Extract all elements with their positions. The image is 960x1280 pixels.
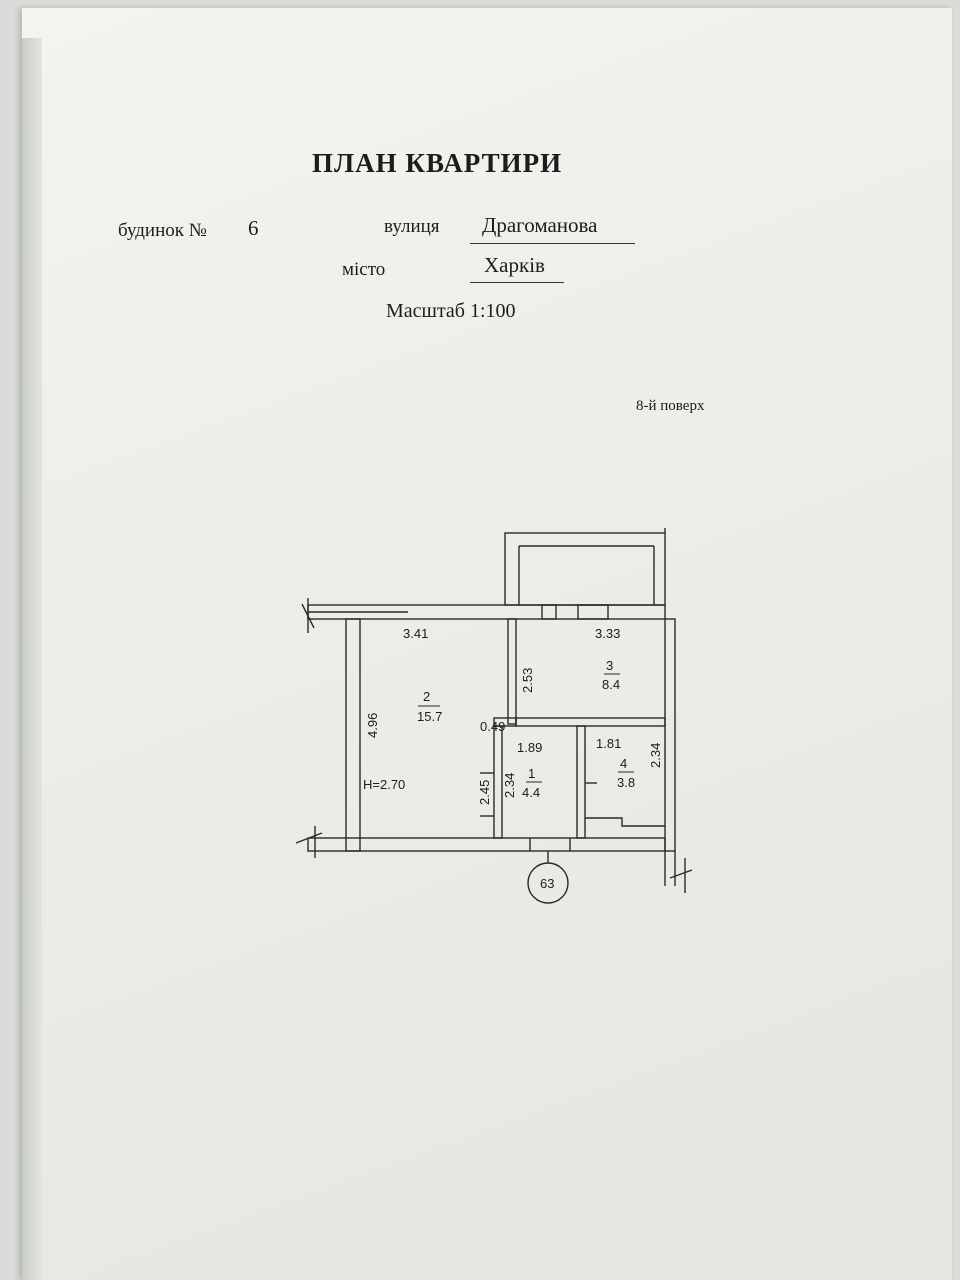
dim-room3-length: 2.53 xyxy=(520,668,535,693)
room2-area: 15.7 xyxy=(417,709,442,724)
dim-room1-length-inner: 2.34 xyxy=(502,773,517,798)
ceiling-height: H=2.70 xyxy=(363,777,405,792)
scale-label: Масштаб 1:100 xyxy=(386,300,516,322)
dim-room4-width: 1.81 xyxy=(596,736,621,751)
city-label: місто xyxy=(342,259,386,280)
page-title: ПЛАН КВАРТИРИ xyxy=(312,148,563,178)
dim-room2-length: 4.96 xyxy=(365,713,380,738)
dim-partition: 0.49 xyxy=(480,719,505,734)
floor-label: 8-й поверх xyxy=(636,398,705,414)
room3-number: 3 xyxy=(606,658,613,673)
house-label: будинок № xyxy=(118,220,207,241)
street-underline xyxy=(470,243,635,244)
east-wall xyxy=(664,618,676,852)
page-edge xyxy=(22,38,42,1280)
partition-1-4 xyxy=(576,725,586,839)
floor-plan-labels: 3.41 3.33 4.96 2.53 2 15.7 0.49 3 8.4 1.… xyxy=(363,626,663,891)
city-underline xyxy=(470,282,564,283)
room1-area: 4.4 xyxy=(522,785,540,800)
house-number: 6 xyxy=(248,216,259,240)
window-mark xyxy=(577,604,609,620)
dim-room2-width: 3.41 xyxy=(403,626,428,641)
city-value: Харків xyxy=(484,253,545,277)
window-mark xyxy=(541,604,557,620)
street-label: вулиця xyxy=(384,216,440,237)
room2-number: 2 xyxy=(423,689,430,704)
document-page: ПЛАН КВАРТИРИ будинок № 6 вулиця Драгома… xyxy=(22,8,952,1280)
dim-room1-width: 1.89 xyxy=(517,740,542,755)
room3-area: 8.4 xyxy=(602,677,620,692)
dim-room1-length-outer: 2.45 xyxy=(477,780,492,805)
floor-plan xyxy=(295,528,693,904)
dim-room4-length: 2.34 xyxy=(648,743,663,768)
dim-room3-width: 3.33 xyxy=(595,626,620,641)
partition-2-3 xyxy=(507,618,517,725)
apartment-number: 63 xyxy=(540,876,554,891)
room4-area: 3.8 xyxy=(617,775,635,790)
room4-number: 4 xyxy=(620,756,627,771)
room1-number: 1 xyxy=(528,766,535,781)
street-value: Драгоманова xyxy=(482,213,598,237)
